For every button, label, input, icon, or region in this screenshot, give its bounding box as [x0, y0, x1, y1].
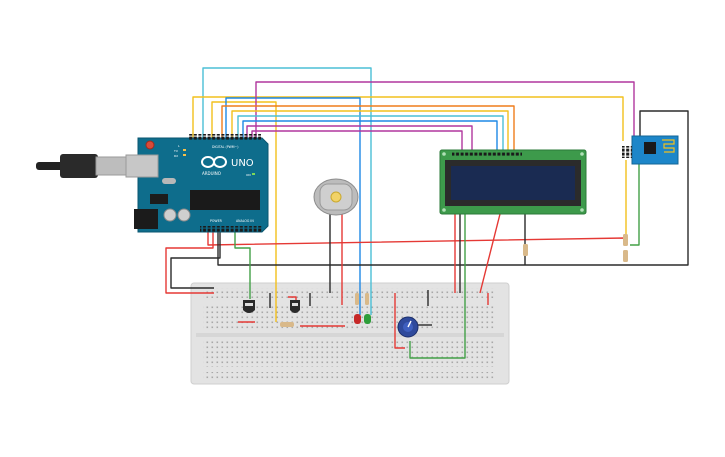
wire-yellow-2[interactable]: [211, 101, 277, 322]
arduino-brand: ARDUINO: [202, 171, 221, 176]
uno-logo: UNO: [231, 158, 254, 169]
wire-red-lcd-2[interactable]: [479, 213, 501, 294]
usb-cable: [36, 154, 127, 178]
breadboard-channel: [196, 333, 504, 337]
potentiometer[interactable]: [397, 316, 419, 338]
resistor-2[interactable]: [623, 250, 628, 262]
wire-cyan-1[interactable]: [202, 67, 372, 315]
lcd-mount-hole-icon: [580, 152, 584, 156]
wire-blue-2[interactable]: [242, 120, 498, 152]
wire-purple-3[interactable]: [251, 130, 463, 152]
wire-red-power[interactable]: [207, 230, 626, 246]
power-jack: [134, 209, 158, 229]
motor-shaft-icon: [330, 191, 342, 203]
breadboard-bottom-rail: [203, 372, 495, 380]
wire-cyan-2[interactable]: [237, 115, 504, 152]
temperature-sensor[interactable]: [243, 300, 255, 313]
lcd-screen: [451, 166, 575, 200]
wire-orange-1[interactable]: [221, 105, 515, 152]
reset-button[interactable]: [145, 140, 155, 150]
usb-jack: [125, 154, 159, 178]
esp8266-module[interactable]: [622, 135, 679, 165]
transistor[interactable]: [290, 300, 300, 313]
breadboard-bottom-block: [203, 340, 495, 367]
bb-resistor-1[interactable]: [280, 322, 294, 327]
analog-label: ANALOG IN: [236, 219, 254, 223]
lcd-mount-hole-icon: [580, 208, 584, 212]
led-on-icon: [252, 173, 255, 175]
sensor-label-icon: [245, 303, 253, 306]
wire-black-rail[interactable]: [170, 230, 221, 289]
crystal: [162, 178, 176, 184]
breadboard: [190, 282, 510, 385]
wire-black-ground[interactable]: [217, 110, 689, 266]
arduino-board[interactable]: UNO ARDUINO DIGITAL (PWM~) POWER ANALOG …: [125, 134, 269, 233]
esp-pins: [622, 146, 632, 158]
pot-knob-icon: [407, 320, 412, 328]
capacitor-1: [163, 208, 177, 222]
transistor-label-icon: [292, 303, 298, 306]
capacitor-2: [177, 208, 191, 222]
breadboard-top-rail: [203, 288, 495, 298]
on-label: ON: [246, 173, 251, 177]
digital-label: DIGITAL (PWM~): [212, 145, 238, 149]
arduino-logo-icon: [201, 156, 227, 168]
l-label: L: [178, 144, 180, 148]
wire-green-sensor[interactable]: [234, 230, 251, 299]
esp-chip: [644, 142, 656, 154]
lcd-display[interactable]: [439, 149, 587, 215]
green-led[interactable]: [364, 314, 371, 324]
lcd-header-pins: [452, 152, 522, 156]
wire-red-bb-4[interactable]: [394, 293, 405, 349]
dc-motor[interactable]: [313, 178, 359, 216]
tx-label: TX: [173, 149, 178, 153]
wire-green-esp[interactable]: [630, 160, 640, 246]
led-tx-icon: [183, 149, 186, 151]
power-analog-header[interactable]: [200, 226, 262, 232]
wire-green-lcd[interactable]: [409, 214, 466, 359]
lcd-mount-hole-icon: [442, 208, 446, 212]
red-led[interactable]: [354, 314, 361, 324]
wire-purple-2[interactable]: [246, 125, 473, 152]
led-rx-icon: [183, 154, 186, 156]
wire-yellow-3[interactable]: [231, 110, 509, 152]
regulator: [150, 194, 168, 204]
wire-yellow-1[interactable]: [192, 96, 624, 141]
digital-header[interactable]: [189, 134, 261, 140]
wires: [165, 67, 689, 359]
esp-resistors: [523, 234, 628, 262]
power-label: POWER: [210, 219, 223, 223]
bb-resistor-3[interactable]: [365, 293, 369, 305]
wire-blue-1[interactable]: [225, 97, 361, 315]
atmega-chip: [190, 190, 260, 210]
wire-purple-1[interactable]: [255, 81, 635, 141]
bb-resistor-2[interactable]: [355, 293, 359, 305]
resistor-3[interactable]: [523, 244, 528, 256]
lcd-mount-hole-icon: [442, 152, 446, 156]
wire-red-rail[interactable]: [165, 230, 214, 294]
resistor-1[interactable]: [623, 234, 628, 246]
esp-antenna-icon: [662, 139, 675, 153]
rx-label: RX: [174, 154, 178, 158]
